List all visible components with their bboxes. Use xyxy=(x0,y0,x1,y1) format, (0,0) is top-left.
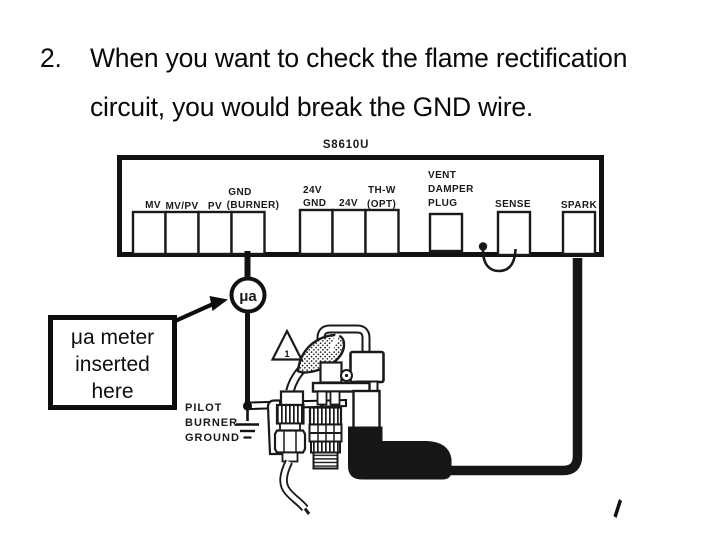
terminal-24v xyxy=(331,208,367,256)
callout-line-2: inserted xyxy=(75,353,150,376)
label-vent: VENT xyxy=(428,170,456,181)
label-spark: SPARK xyxy=(561,200,598,211)
label-sense: SENSE xyxy=(495,199,531,210)
label-damper: DAMPER xyxy=(428,184,474,195)
spark-cable xyxy=(348,258,583,480)
label-24v: 24V xyxy=(339,198,358,209)
label-gnd: GND xyxy=(228,187,251,198)
terminal-sense xyxy=(496,210,532,257)
sense-jumper-wire xyxy=(478,242,517,273)
pilot-burner-ground-label: PILOT BURNER GROUND xyxy=(185,401,240,446)
label-gnd-burner: (BURNER) xyxy=(227,200,280,211)
igniter-ribbed-upper xyxy=(308,406,343,426)
electrode-cap xyxy=(279,390,305,407)
module-model-label: S8610U xyxy=(323,139,369,151)
terminal-th-w xyxy=(364,208,400,256)
prong-1 xyxy=(316,390,328,406)
terminal-mv-pv xyxy=(164,210,200,256)
flange-plate xyxy=(311,381,371,393)
scan-artifact-mark xyxy=(613,499,622,518)
sensor-cap xyxy=(349,350,385,384)
callout-line-3: here xyxy=(91,380,134,403)
ground-label-line-1: PILOT xyxy=(185,402,223,414)
electrode-ribbed-section xyxy=(275,403,305,425)
jumper-dot xyxy=(478,242,488,251)
sensor-arch-tube-core xyxy=(318,326,369,356)
ground-label-line-3: GROUND xyxy=(185,432,240,444)
label-th-w: TH-W xyxy=(368,185,396,196)
ground-label-line-2: BURNER xyxy=(185,417,239,429)
ignition-module: S8610U MV MV/PV PV GND (BURNER) 24V GND … xyxy=(117,139,604,257)
ceramic-lead-core xyxy=(281,460,307,511)
igniter-ring-dividers xyxy=(317,424,335,442)
spark-boot xyxy=(348,426,452,480)
callout-arrow xyxy=(173,296,228,324)
caption-line-1: When you want to check the flame rectifi… xyxy=(90,43,628,73)
label-pv: PV xyxy=(208,201,222,212)
center-block xyxy=(319,361,343,384)
meter-symbol-text: μa xyxy=(239,288,257,305)
arrow-shaft xyxy=(173,302,214,324)
electrode-lower-collar xyxy=(281,451,299,463)
microammeter-symbol: μa xyxy=(229,276,267,314)
terminal-mv xyxy=(131,210,167,256)
side-knob-dot xyxy=(344,373,349,378)
label-mv-pv: MV/PV xyxy=(165,201,198,212)
terminal-spark xyxy=(561,210,597,256)
label-plug: PLUG xyxy=(428,198,457,209)
meter-circle xyxy=(229,276,267,314)
label-opt: (OPT) xyxy=(367,199,396,210)
spark-cable-run xyxy=(450,258,583,476)
jumper-arc xyxy=(481,248,517,273)
label-24v-gnd-1: 24V xyxy=(303,185,322,196)
terminal-pv xyxy=(197,210,233,256)
warning-triangle-outline xyxy=(270,328,304,361)
igniter-threaded-tip xyxy=(312,451,339,470)
meter-callout-box: μa meter inserted here xyxy=(48,315,177,410)
warning-triangle: 1 xyxy=(270,328,304,361)
callout-line-1: μa meter xyxy=(70,326,155,349)
arrow-head xyxy=(209,296,228,311)
electrode-hex-nut xyxy=(273,429,307,454)
warning-number: 1 xyxy=(284,349,290,360)
caption-lines: When you want to check the flame rectifi… xyxy=(90,34,700,132)
list-item-number: 2. xyxy=(40,43,62,73)
sensor-rod xyxy=(352,389,381,434)
igniter-ribbed-lower xyxy=(310,440,341,454)
label-24v-gnd-2: GND xyxy=(303,198,326,209)
label-mv: MV xyxy=(145,200,161,211)
pilot-burner-assembly: 1 xyxy=(266,324,385,515)
prong-2 xyxy=(329,390,341,406)
slide-caption: 2. When you want to check the flame rect… xyxy=(40,34,700,132)
terminal-gnd-burner xyxy=(230,210,266,256)
ceramic-lead-tip xyxy=(303,507,311,515)
caption-line-2: circuit, you would break the GND wire. xyxy=(90,92,534,122)
vent-damper-plug xyxy=(428,212,464,253)
terminal-24v-gnd xyxy=(298,208,334,256)
pilot-hood-highlight xyxy=(328,333,340,353)
